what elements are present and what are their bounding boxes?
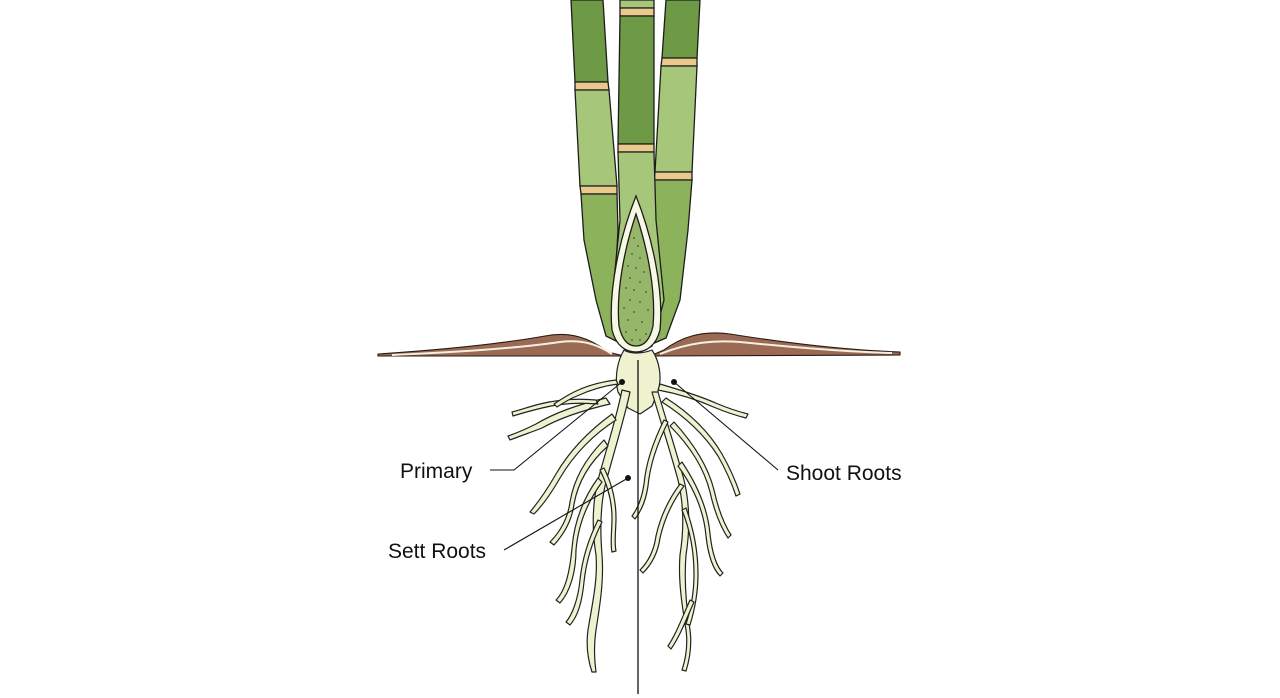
soil-right-highlight <box>659 340 893 355</box>
center-stalk-node-1 <box>619 7 655 17</box>
soil-line <box>377 332 901 357</box>
shoot-root-branch-8 <box>667 599 695 650</box>
labels: Primary Sett Roots Shoot Roots <box>388 460 902 563</box>
label-leaders <box>490 379 779 551</box>
right-stalk-node-1 <box>660 57 698 67</box>
sett-root-branch-2 <box>529 413 617 515</box>
sett-root-branch-4 <box>555 477 603 604</box>
label-primary: Primary <box>400 460 473 483</box>
center-stalk-top-segment <box>619 0 655 9</box>
sett-roots <box>507 379 631 673</box>
sett-root-branch-1 <box>507 397 611 441</box>
sett-root-branch-3 <box>549 439 609 546</box>
sett-root-branch-8 <box>553 379 619 408</box>
stalks <box>570 0 701 355</box>
primary-marker <box>619 379 625 385</box>
center-stalk-node-2 <box>617 143 655 153</box>
shoot-root-branch-4 <box>677 461 724 577</box>
right-stalk-middle-segment <box>654 65 698 173</box>
soil-left <box>377 333 625 357</box>
bud-stipple <box>623 237 649 341</box>
label-sett-roots: Sett Roots <box>388 540 486 563</box>
root-system <box>507 349 749 694</box>
shoot-root-main <box>651 391 692 672</box>
left-stalk-node-1 <box>574 81 610 91</box>
right-stalk-upper-segment <box>661 0 701 59</box>
sett-roots-leader <box>503 477 629 551</box>
sett-roots-marker <box>625 475 631 481</box>
shoot-roots-marker <box>671 379 677 385</box>
label-shoot-roots: Shoot Roots <box>786 462 902 485</box>
bud <box>617 211 655 347</box>
sett-root-branch-5 <box>565 519 603 626</box>
left-stalk-node-2 <box>579 185 618 195</box>
left-stalk-upper-segment <box>570 0 609 83</box>
shoot-roots-leader <box>673 381 779 471</box>
center-stalk-upper-segment <box>617 15 655 145</box>
shoot-root-branch-6 <box>639 483 685 574</box>
shoot-root-branch-2 <box>661 397 741 497</box>
sett-root-branch-6 <box>599 467 617 553</box>
shoot-roots <box>631 383 749 672</box>
left-stalk-middle-segment <box>574 89 618 187</box>
shoot-root-branch-5 <box>681 507 699 626</box>
soil-left-highlight <box>391 340 613 356</box>
shoot-root-branch-7 <box>631 419 669 520</box>
primary-leader <box>490 381 623 471</box>
shoot-root-branch-3 <box>669 421 732 539</box>
right-stalk-node-2 <box>653 171 693 181</box>
